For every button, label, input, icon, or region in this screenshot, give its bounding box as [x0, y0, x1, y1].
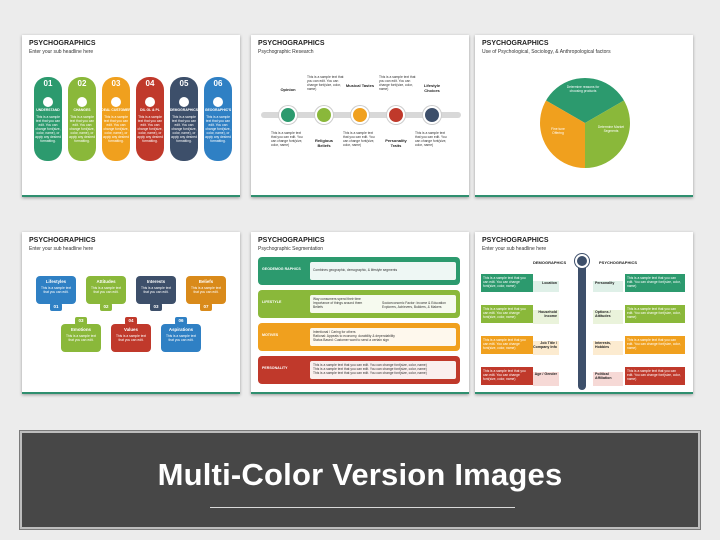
person-icon	[179, 97, 189, 107]
slide-demo-vs-psycho[interactable]: PSYCHOGRAPHICS Enter your sub headline h…	[475, 232, 693, 394]
row-interests: Interests, Hobbies This is a sample text…	[593, 336, 685, 355]
sector-reasons	[545, 77, 625, 124]
puzzle-interests: Interests This is a sample text that you…	[136, 276, 176, 304]
pill-02: 02 CHANGES This is a sample text that yo…	[68, 77, 96, 161]
slide-title: PSYCHOGRAPHICS	[258, 40, 325, 47]
slide-subtitle: Use of Psychological, Sociology, & Anthr…	[482, 49, 611, 55]
puzzle-emotions: Emotions This is a sample text that you …	[61, 324, 101, 352]
slide-understand[interactable]: PSYCHOGRAPHICS Enter your sub headline h…	[22, 35, 240, 197]
person-icon	[213, 97, 223, 107]
opinion-node	[279, 106, 297, 124]
pill-03: 03 DEAL CUSTOMER This is a sample text t…	[101, 77, 131, 161]
slide-subtitle: Psychographic Segmentation	[258, 246, 324, 252]
personality-node	[387, 106, 405, 124]
pie-diagram	[538, 76, 632, 170]
puzzle-lifestyles: Lifestyles This is a sample text that yo…	[36, 276, 76, 304]
slide-subtitle: Enter your sub headline here	[29, 49, 94, 55]
slide-research[interactable]: PSYCHOGRAPHICS Psychographic Research Op…	[251, 35, 469, 197]
slide-puzzle[interactable]: PSYCHOGRAPHICS Enter your sub headline h…	[22, 232, 240, 394]
tools-icon	[575, 254, 589, 268]
beliefs-node	[315, 106, 333, 124]
slide-title: PSYCHOGRAPHICS	[482, 237, 549, 244]
pill-01: 01 UNDERSTAND This is a sample text that…	[34, 77, 62, 161]
sector-offering	[539, 100, 586, 169]
puzzle-values: Values This is a sample text that you ca…	[111, 324, 151, 352]
segment-geodemographics: GEODEMOG RAPHICS Combines geographic, de…	[258, 257, 460, 285]
person-icon	[43, 97, 53, 107]
puzzle-aspirations: Aspirations This is a sample text that y…	[161, 324, 201, 352]
row-age: This is a sample text that you can edit.…	[481, 367, 559, 386]
slide-title: PSYCHOGRAPHICS	[258, 237, 325, 244]
slide-subtitle: Enter your sub headline here	[29, 246, 94, 252]
slide-subtitle: Enter your sub headline here	[482, 246, 547, 252]
center-pillar	[578, 258, 586, 390]
slide-subtitle: Psychographic Research	[258, 49, 314, 55]
person-icon	[77, 97, 87, 107]
pill-04: 04 DIL GL & PL This is a sample text tha…	[136, 77, 164, 161]
pill-06: 06 GEOGRAPHIC'S This is a sample text th…	[204, 77, 232, 161]
caption-banner: Multi-Color Version Images	[19, 430, 701, 530]
banner-title: Multi-Color Version Images	[157, 457, 563, 492]
person-icon	[145, 97, 155, 107]
row-income: This is a sample text that you can edit.…	[481, 305, 559, 324]
pill-05: 05 DEMOGRAPHICS This is a sample text th…	[170, 77, 198, 161]
segment-motives: MOTIVES Intentional / Caring for others …	[258, 323, 460, 351]
segment-personality: PERSONALITY This is a sample text that y…	[258, 356, 460, 384]
banner-underline	[210, 507, 515, 508]
music-node	[351, 106, 369, 124]
puzzle-beliefs: Beliefs This is a sample text that you c…	[186, 276, 226, 304]
lifestyle-node	[423, 106, 441, 124]
sector-segments	[585, 100, 631, 169]
slide-segmentation[interactable]: PSYCHOGRAPHICS Psychographic Segmentatio…	[251, 232, 469, 394]
row-political: Political Affiliation This is a sample t…	[593, 367, 685, 386]
slide-title: PSYCHOGRAPHICS	[29, 40, 96, 47]
row-attitudes: Options / Attitudes This is a sample tex…	[593, 305, 685, 324]
slide-title: PSYCHOGRAPHICS	[482, 40, 549, 47]
slide-title: PSYCHOGRAPHICS	[29, 237, 96, 244]
slide-factors[interactable]: PSYCHOGRAPHICS Use of Psychological, Soc…	[475, 35, 693, 197]
row-personality: Personality This is a sample text that y…	[593, 274, 685, 292]
row-job: This is a sample text that you can edit.…	[481, 336, 559, 355]
row-location: This is a sample text that you can edit.…	[481, 274, 559, 292]
segment-lifestyle: LIFESTYLE Way consumers spend their time…	[258, 290, 460, 318]
puzzle-attitudes: Attitudes This is a sample text that you…	[86, 276, 126, 304]
person-icon	[111, 97, 121, 107]
